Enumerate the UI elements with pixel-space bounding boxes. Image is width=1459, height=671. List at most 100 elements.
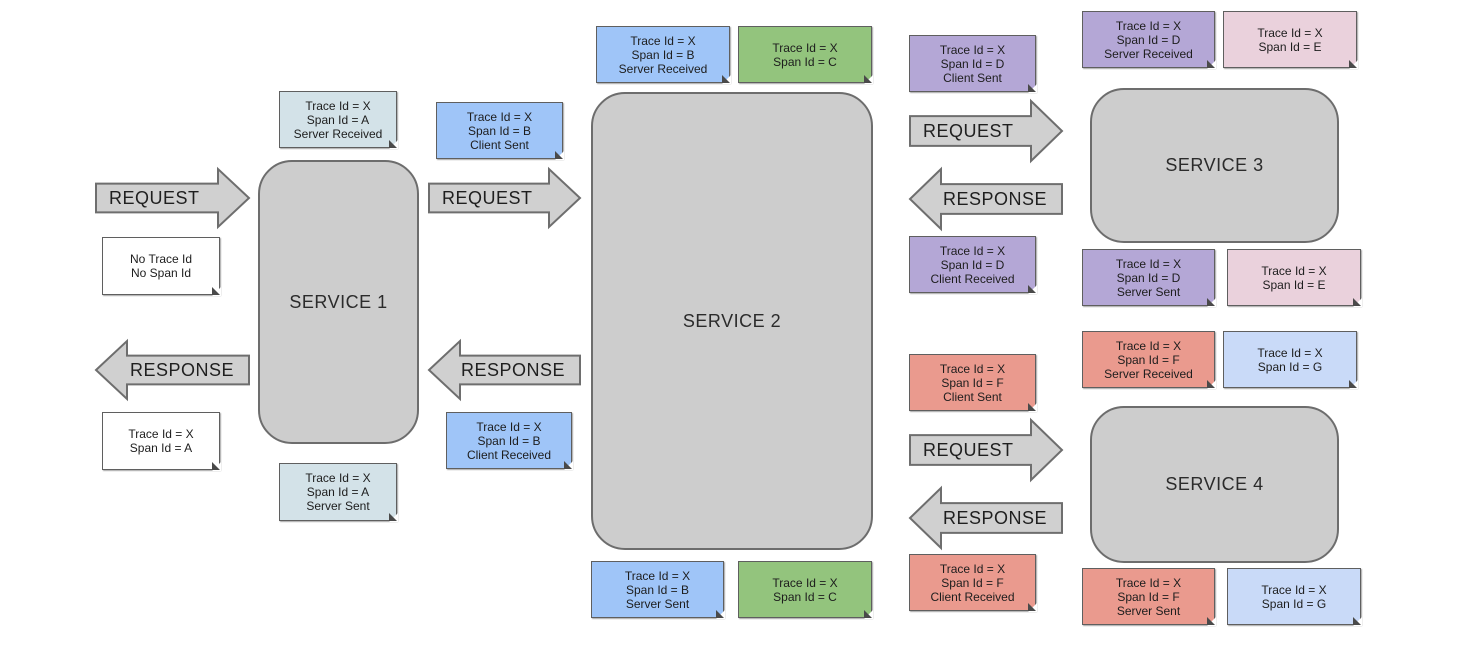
- arrow-label: REQUEST: [923, 120, 1014, 141]
- note-line: Trace Id = X: [476, 419, 542, 434]
- note-line: Trace Id = X: [1261, 263, 1327, 278]
- request-arrow: REQUEST: [909, 417, 1064, 483]
- service-box-4: SERVICE 4: [1090, 406, 1339, 563]
- note-line: Span Id = G: [1257, 359, 1323, 374]
- arrow-label: RESPONSE: [942, 507, 1047, 528]
- arrow-shape: [908, 166, 1063, 232]
- arrow-shape: [428, 166, 582, 230]
- arrow-shape: [94, 338, 250, 402]
- arrow-shape: [427, 338, 581, 402]
- note-line: Span Id = C: [773, 589, 837, 604]
- service-box-2: SERVICE 2: [591, 92, 873, 550]
- note-line: Span Id = A: [306, 485, 370, 499]
- service-label: SERVICE 1: [289, 291, 388, 312]
- arrow-label: RESPONSE: [942, 188, 1047, 209]
- service-label: SERVICE 2: [682, 310, 782, 331]
- note-line: Trace Id = X: [939, 42, 1006, 57]
- arrow-label: RESPONSE: [460, 359, 565, 380]
- note-line: Span Id = A: [306, 112, 370, 127]
- arrow-shape: [909, 417, 1064, 483]
- note-line: Server Received: [618, 61, 708, 76]
- note-line: Client Received: [930, 271, 1015, 286]
- request-arrow: REQUEST: [95, 166, 251, 230]
- service-label: SERVICE 3: [1165, 155, 1264, 175]
- service-box-1: SERVICE 1: [258, 160, 419, 444]
- note-line: Trace Id = X: [1115, 18, 1182, 33]
- arrow-label: REQUEST: [442, 187, 533, 208]
- note-line: Trace Id = X: [305, 98, 371, 113]
- arrow-label: REQUEST: [923, 439, 1014, 460]
- note-line: Server Sent: [625, 596, 690, 611]
- note-line: Trace Id = X: [1115, 338, 1182, 353]
- note-line: No Span Id: [130, 266, 192, 280]
- note-line: Span Id = A: [129, 441, 193, 455]
- request-arrow: REQUEST: [909, 98, 1064, 164]
- note-line: Server Sent: [306, 499, 370, 513]
- note-line: Trace Id = X: [939, 561, 1006, 576]
- note-line: Span Id = B: [631, 47, 695, 62]
- note-line: Client Sent: [470, 137, 529, 152]
- note-line: Span Id = D: [940, 257, 1005, 272]
- note-line: Span Id = E: [1258, 39, 1322, 54]
- arrow-label: RESPONSE: [129, 359, 234, 380]
- note-line: No Trace Id: [129, 252, 193, 266]
- note-line: Span Id = F: [1117, 589, 1180, 604]
- note-line: Server Sent: [1116, 284, 1181, 299]
- note-line: Trace Id = X: [772, 40, 838, 55]
- note-line: Trace Id = X: [630, 33, 696, 48]
- note-line: Client Received: [930, 589, 1015, 604]
- note-line: Trace Id = X: [1257, 25, 1323, 40]
- note-line: Server Received: [1104, 46, 1193, 61]
- note-line: Client Sent: [943, 389, 1002, 404]
- note-line: Trace Id = X: [305, 471, 371, 485]
- arrow-shape: [908, 485, 1063, 551]
- note-line: Trace Id = X: [1115, 256, 1182, 271]
- note-line: Span Id = B: [625, 582, 690, 597]
- note-line: Trace Id = X: [939, 243, 1006, 258]
- arrow-label: REQUEST: [109, 187, 200, 208]
- service-label: SERVICE 4: [1165, 474, 1264, 494]
- note-line: Span Id = B: [477, 433, 541, 448]
- response-arrow: RESPONSE: [908, 166, 1063, 232]
- note-line: Span Id = B: [467, 123, 532, 138]
- note-line: Server Received: [293, 126, 383, 141]
- request-arrow: REQUEST: [428, 166, 582, 230]
- note-line: Client Sent: [943, 70, 1002, 85]
- note-line: Client Received: [466, 447, 552, 462]
- note-line: Trace Id = X: [466, 109, 533, 124]
- note-line: Trace Id = X: [624, 568, 691, 583]
- arrow-shape: [909, 98, 1064, 164]
- note-line: Span Id = D: [1116, 270, 1181, 285]
- note-line: Span Id = G: [1261, 596, 1327, 611]
- note-line: Trace Id = X: [772, 575, 838, 590]
- note-line: Trace Id = X: [939, 361, 1006, 376]
- response-arrow: RESPONSE: [94, 338, 250, 402]
- note-line: Span Id = D: [1116, 32, 1181, 47]
- note-line: Server Received: [1104, 366, 1193, 381]
- response-arrow: RESPONSE: [427, 338, 581, 402]
- note-line: Span Id = C: [773, 54, 837, 69]
- note-line: Span Id = D: [940, 56, 1005, 71]
- note-line: Server Sent: [1116, 603, 1181, 618]
